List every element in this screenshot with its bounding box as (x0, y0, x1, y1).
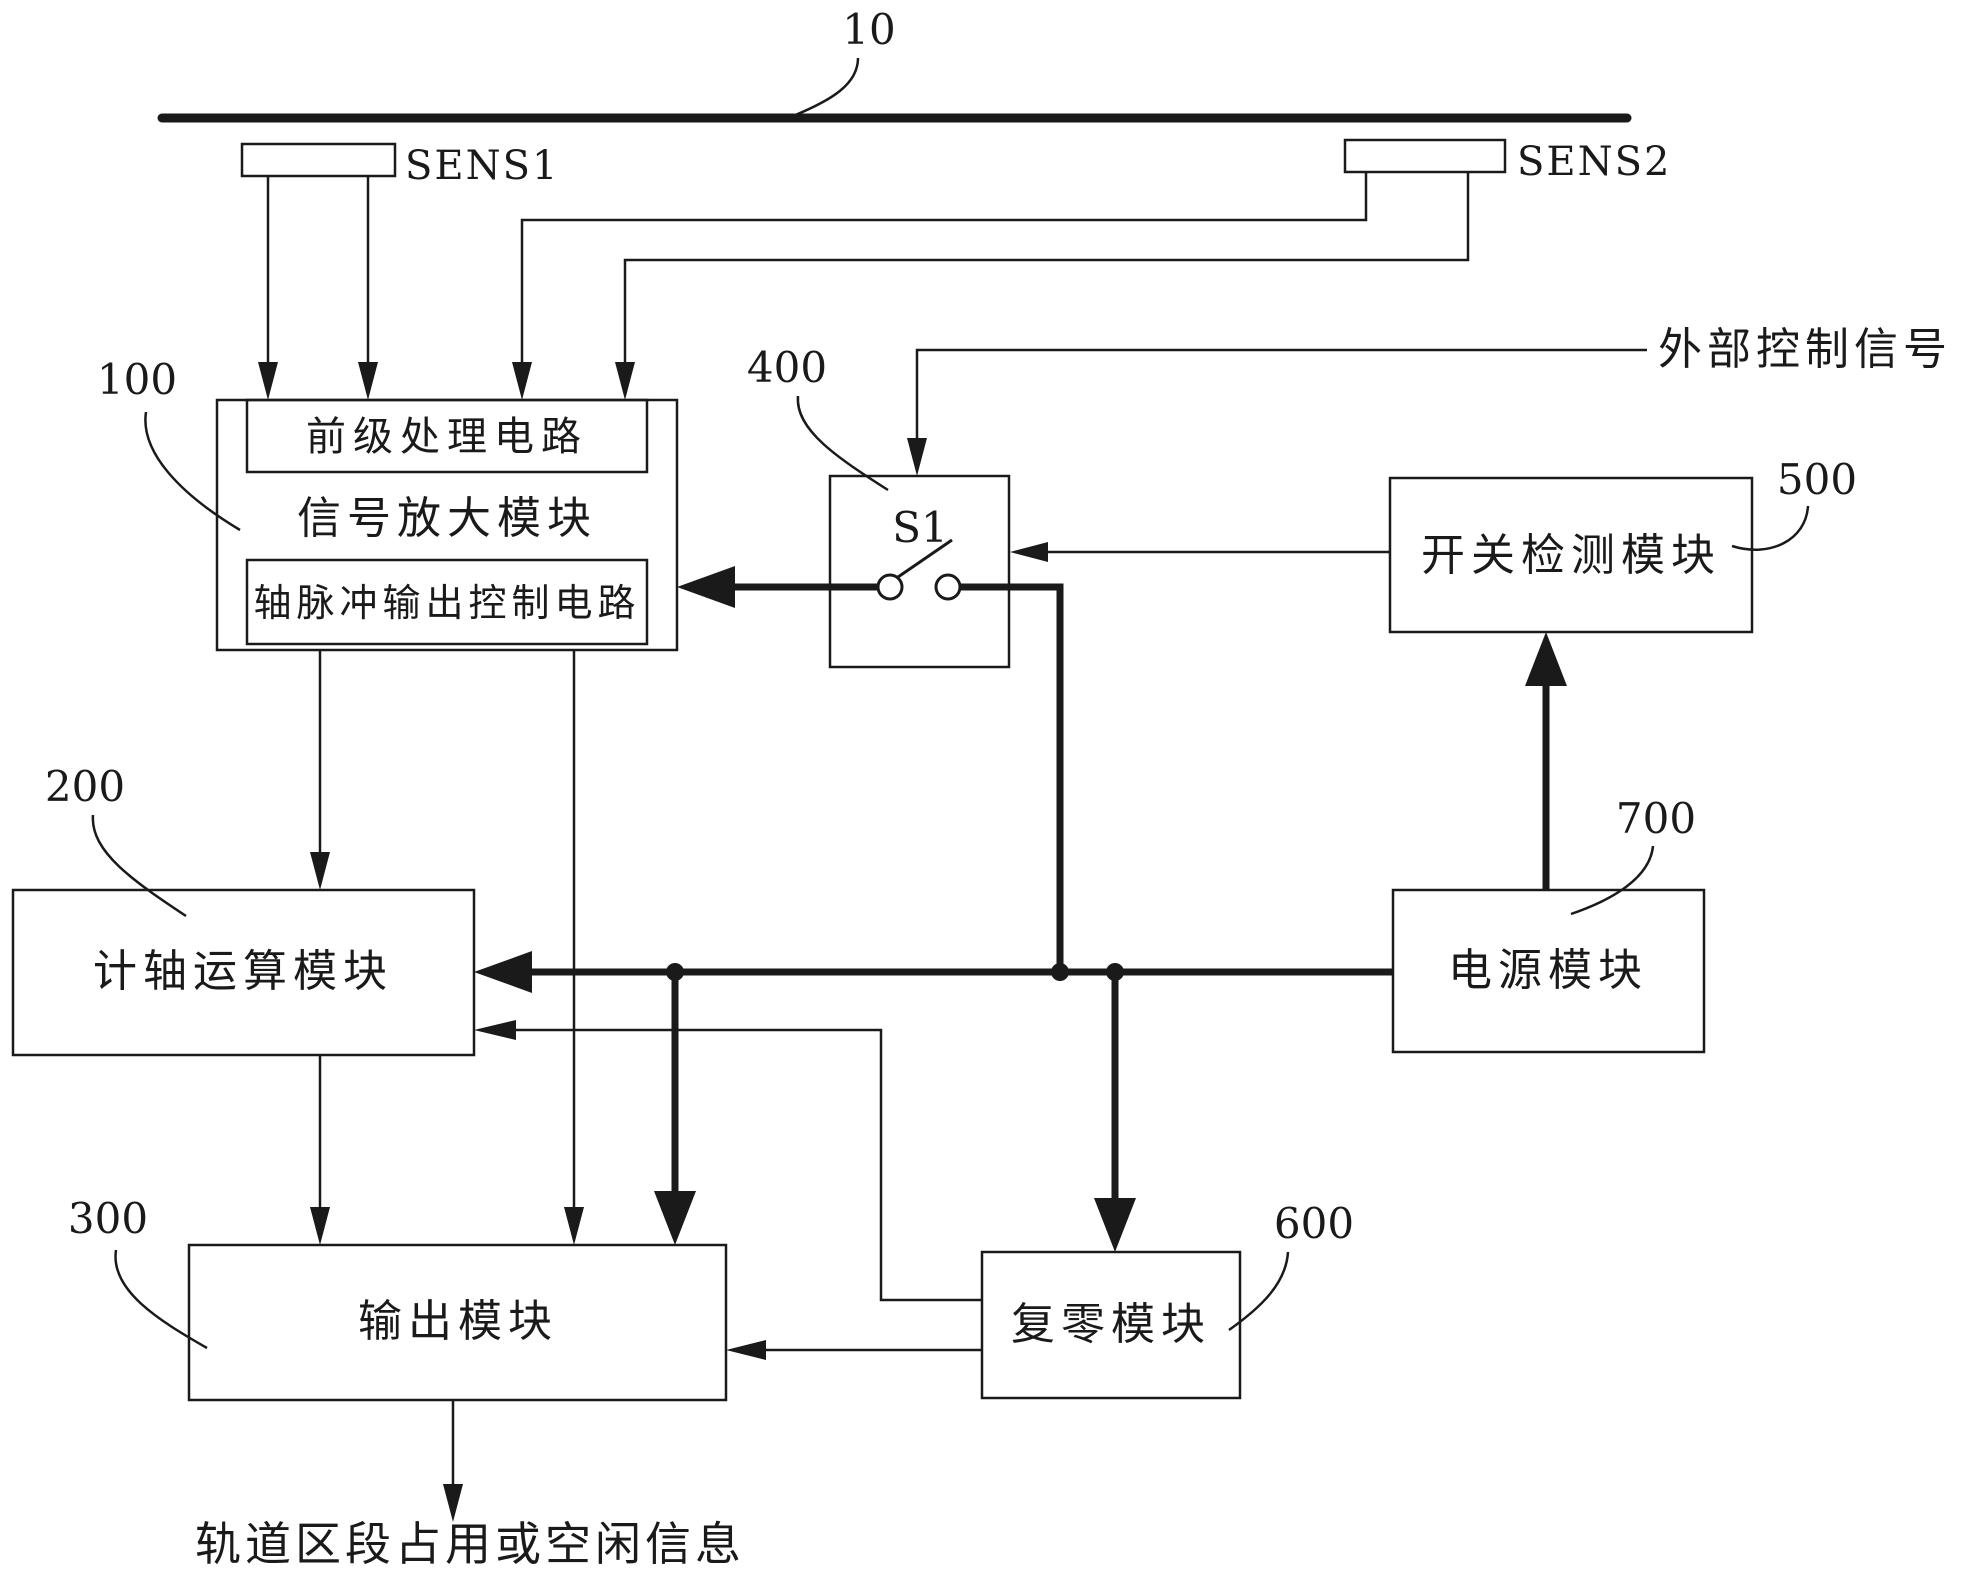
wire-sens2-b (615, 172, 1470, 400)
wire-200-to-300 (310, 1055, 330, 1245)
external-control-signal-label: 外部控制信号 (1658, 324, 1952, 375)
module-label-output: 输出模块 (358, 1296, 558, 1347)
wire-sens2-a (512, 172, 1368, 400)
switch-s1-symbol (876, 538, 962, 601)
sensor-label-sens2: SENS2 (1517, 139, 1672, 185)
ref-label-600: 600 (1273, 1199, 1355, 1248)
wire-600-to-200 (474, 1020, 982, 1302)
ref-label-700: 700 (1615, 794, 1697, 843)
wire-sens1-a (258, 176, 278, 400)
ref-label-10: 10 (842, 5, 896, 54)
leader-400 (796, 395, 889, 492)
module-box-300-output (187, 1243, 728, 1402)
module-box-200-axle-counting (11, 888, 476, 1057)
module-label-s1: S1 (892, 503, 948, 552)
sensor-label-sens1: SENS1 (405, 143, 560, 189)
track-section-status-label: 轨道区段占用或空闲信息 (195, 1517, 745, 1571)
label-preprocessing-circuit: 前级处理电路 (306, 414, 588, 460)
ref-label-500: 500 (1776, 455, 1858, 504)
subbox-preprocessing-circuit (245, 398, 649, 474)
switch-contact-left (876, 573, 904, 601)
leader-10 (792, 57, 860, 118)
sensor-box-sens1 (240, 142, 397, 178)
leader-700 (1570, 845, 1655, 916)
power-arrow-700-to-500 (1525, 632, 1567, 890)
module-box-600-reset (980, 1250, 1242, 1400)
ref-label-100: 100 (96, 355, 178, 404)
power-branch-through-s1 (677, 566, 1064, 972)
leader-500 (1731, 505, 1810, 551)
wire-100-to-300 (564, 650, 584, 1245)
power-branch-to-600 (1094, 972, 1136, 1252)
subbox-axle-pulse-output-circuit (245, 558, 649, 646)
leader-300 (114, 1249, 208, 1350)
leader-600 (1228, 1251, 1290, 1332)
ref-label-200: 200 (44, 762, 126, 811)
wire-300-output (443, 1400, 463, 1522)
power-branch-to-300 (654, 972, 696, 1245)
power-bus (474, 951, 1393, 993)
module-label-signal-amplifier: 信号放大模块 (297, 493, 597, 544)
module-label-switch-detect: 开关检测模块 (1421, 530, 1721, 581)
switch-contact-right (934, 573, 962, 601)
wire-500-to-s1 (1010, 542, 1390, 562)
ref-label-300: 300 (67, 1194, 149, 1243)
module-label-axle-counting: 计轴运算模块 (93, 946, 393, 997)
sensor-box-sens2 (1343, 138, 1507, 174)
wire-100-to-200 (310, 650, 330, 890)
module-label-power: 电源模块 (1448, 945, 1648, 996)
module-label-reset: 复零模块 (1011, 1299, 1211, 1350)
switch-lever (897, 538, 953, 579)
wire-external-control (907, 348, 1647, 476)
module-box-500-switch-detect (1388, 476, 1754, 634)
wire-sens1-b (358, 176, 378, 400)
ref-label-400: 400 (746, 343, 828, 392)
leader-200 (91, 814, 187, 918)
wire-600-to-300 (726, 1340, 982, 1360)
leader-100 (144, 411, 241, 532)
module-box-400-switch (828, 474, 1011, 669)
label-axle-pulse-output-circuit: 轴脉冲输出控制电路 (253, 581, 641, 625)
module-box-700-power (1391, 888, 1706, 1054)
